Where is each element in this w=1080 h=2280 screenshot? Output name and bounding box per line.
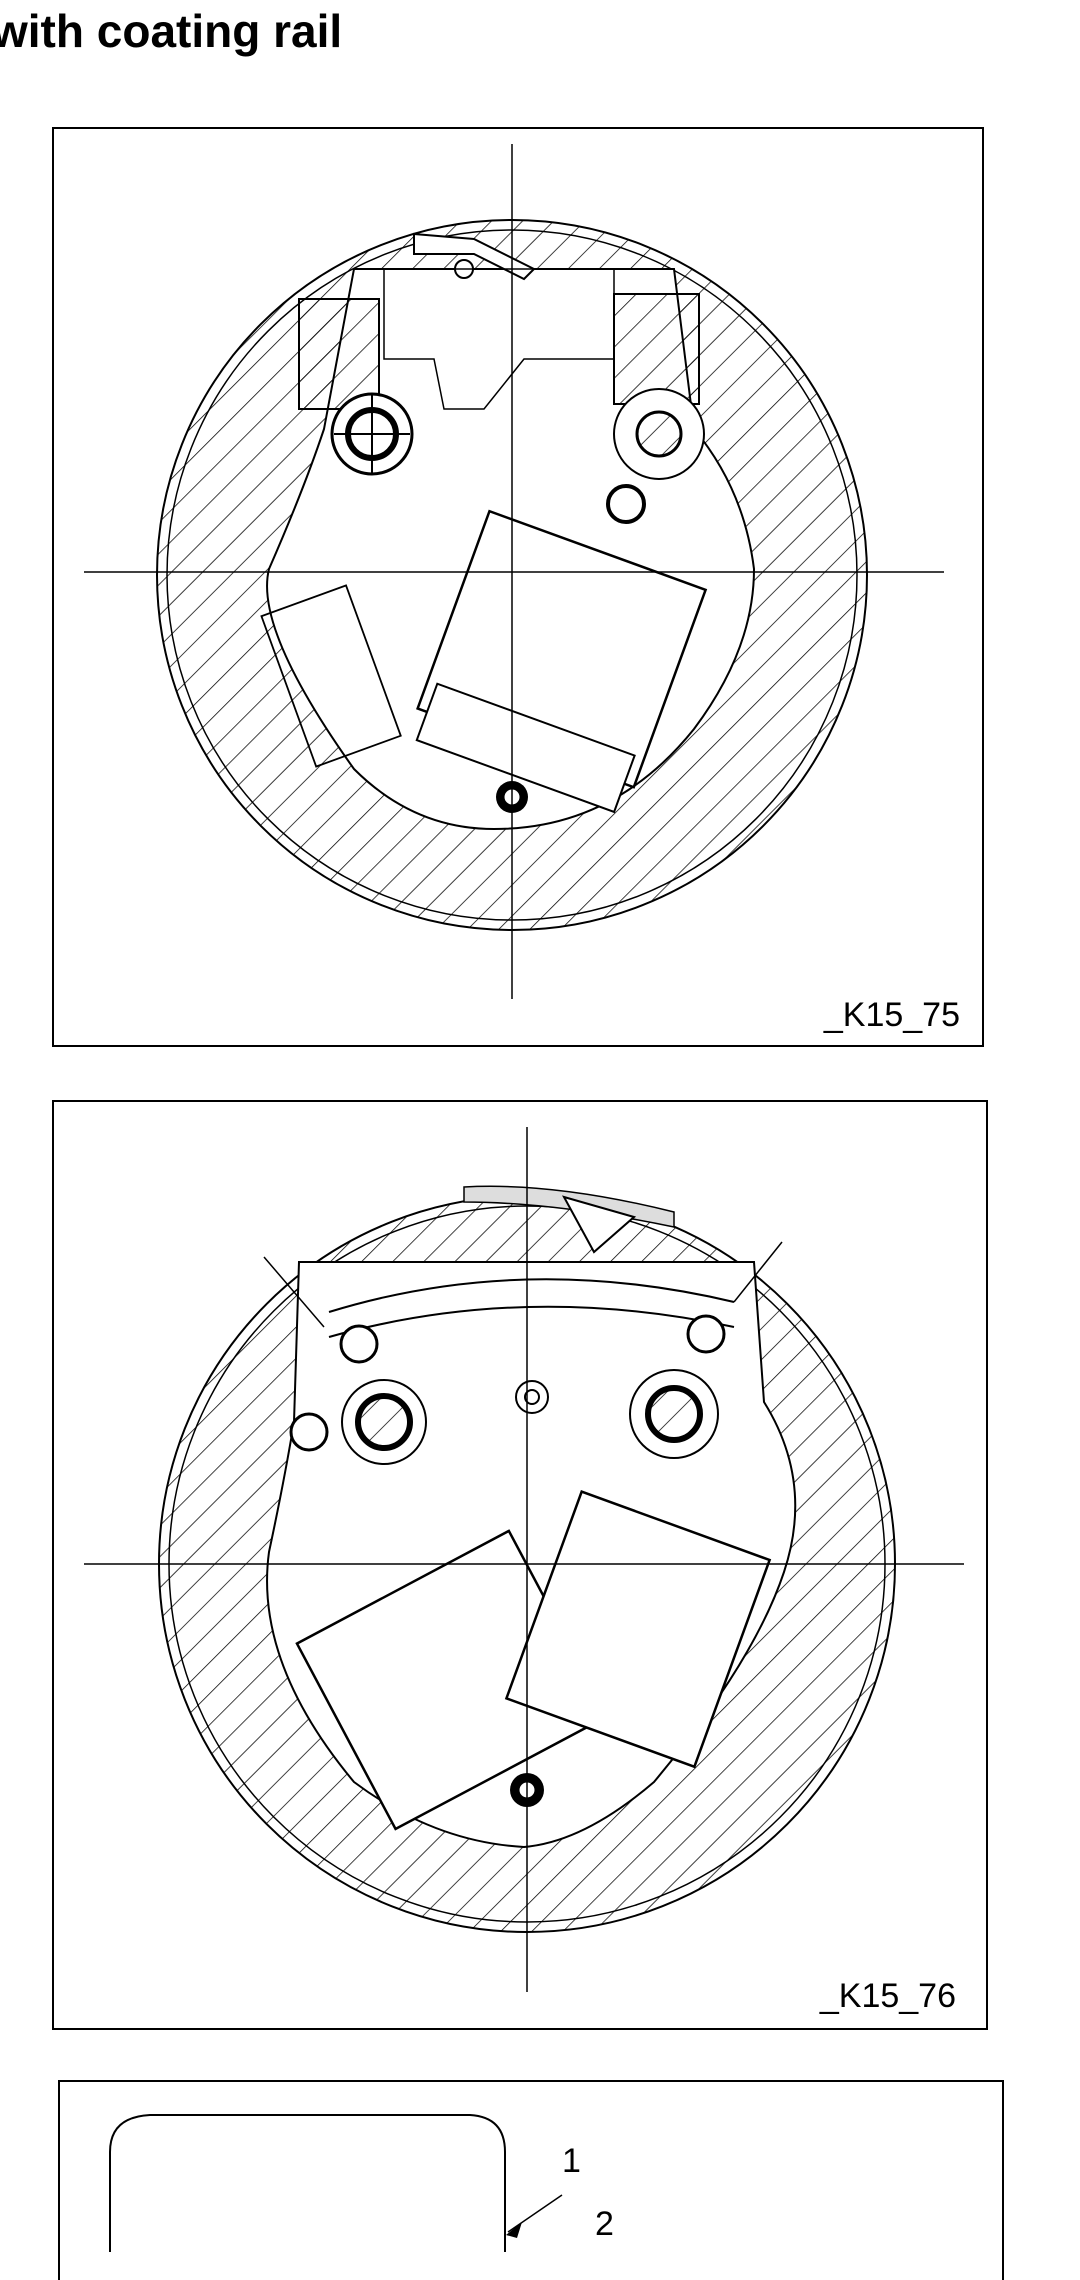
page-title: with coating rail [0, 5, 343, 57]
callout-2: 2 [595, 2205, 614, 2243]
figure-k15-76: _K15_76 [52, 1100, 988, 2030]
detail-drawing [109, 2114, 563, 2252]
detail-figure: 1 2 [58, 2080, 1004, 2280]
figure-label: _K15_76 [819, 1977, 956, 2015]
figure-label: _K15_75 [823, 996, 960, 1034]
figure-k15-75: _K15_75 [52, 127, 984, 1047]
callout-1: 1 [562, 2142, 581, 2180]
technical-drawing-2 [84, 1127, 964, 1992]
technical-drawing-1 [84, 144, 944, 999]
